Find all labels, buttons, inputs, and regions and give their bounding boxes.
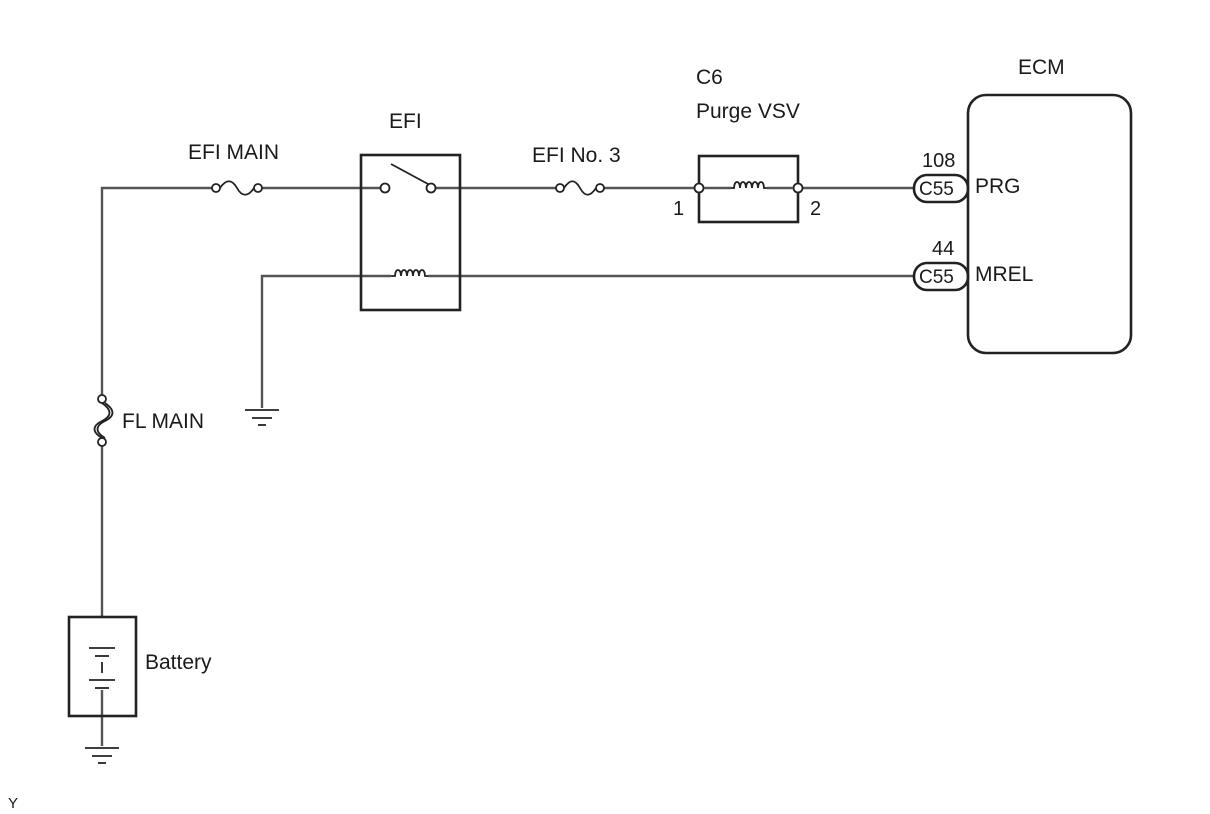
efi-relay bbox=[359, 153, 462, 312]
ecm-connector-prg bbox=[912, 173, 970, 204]
wires bbox=[100, 186, 915, 746]
vsv-code-label: C6 bbox=[696, 66, 723, 89]
battery-label: Battery bbox=[145, 651, 212, 674]
vsv-pin-1-label: 1 bbox=[673, 198, 684, 220]
ecm-connector-mrel bbox=[912, 261, 970, 292]
wire-fl-main-to-efi-main bbox=[100, 186, 216, 398]
efi-no3-fuse bbox=[555, 180, 605, 196]
ground-symbol-relay bbox=[245, 409, 279, 426]
mrel-signal-label: MREL bbox=[975, 263, 1033, 286]
prg-signal-label: PRG bbox=[975, 175, 1021, 198]
efi-main-label: EFI MAIN bbox=[188, 141, 279, 164]
ecm-label: ECM bbox=[1018, 56, 1065, 79]
vsv-pin-2-label: 2 bbox=[810, 198, 821, 220]
efi-no3-label: EFI No. 3 bbox=[532, 144, 621, 167]
prg-connector-label: C55 bbox=[919, 179, 954, 200]
wire-ground-to-coil bbox=[260, 274, 391, 408]
fl-main-label: FL MAIN bbox=[122, 410, 204, 433]
ground-symbol-battery bbox=[85, 747, 119, 764]
vsv-name-label: Purge VSV bbox=[696, 100, 800, 123]
ecm-box bbox=[966, 93, 1133, 355]
mrel-connector-label: C55 bbox=[919, 267, 954, 288]
battery-symbol bbox=[67, 615, 138, 718]
mrel-pin-number: 44 bbox=[932, 238, 954, 260]
purge-vsv bbox=[693, 154, 804, 224]
efi-relay-label: EFI bbox=[389, 110, 422, 133]
fl-main-fusible-link bbox=[93, 394, 114, 447]
prg-pin-number: 108 bbox=[922, 150, 955, 172]
corner-mark: Y bbox=[8, 795, 18, 812]
efi-main-fuse bbox=[211, 180, 263, 196]
